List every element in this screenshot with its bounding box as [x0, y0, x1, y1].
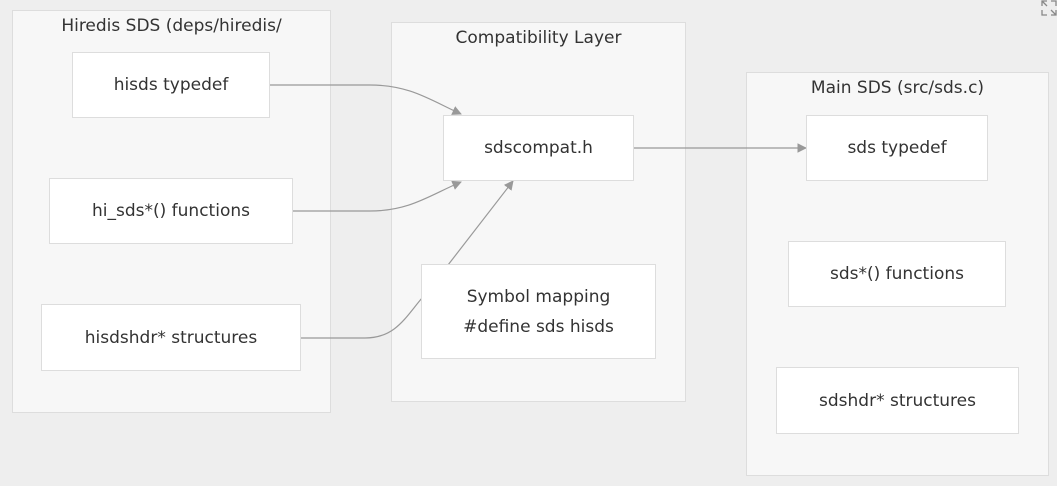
expand-icon[interactable]	[1041, 0, 1057, 16]
node-hisdshdr-structures-label: hisdshdr* structures	[84, 327, 258, 348]
cluster-title-hiredis-sds: Hiredis SDS (deps/hiredis/	[61, 16, 282, 36]
node-sdscompat-h-label: sdscompat.h	[484, 138, 593, 158]
cluster-title-main-sds: Main SDS (src/sds.c)	[810, 78, 985, 98]
node-hisdshdr-structures: hisdshdr* structures	[41, 304, 301, 371]
node-sds-functions-label: sds*() functions	[830, 264, 964, 284]
node-hisds-typedef: hisds typedef	[72, 52, 270, 118]
node-symbol-mapping-line2: #define sds hisds	[463, 316, 614, 337]
node-sds-typedef: sds typedef	[806, 115, 988, 181]
cluster-title-compatibility-layer: Compatibility Layer	[455, 28, 622, 48]
node-sds-functions: sds*() functions	[788, 241, 1006, 307]
node-sdscompat-h: sdscompat.h	[443, 115, 634, 181]
node-hisds-typedef-label: hisds typedef	[113, 75, 229, 95]
node-symbol-mapping-line1: Symbol mapping	[466, 286, 611, 307]
node-sds-typedef-label: sds typedef	[847, 138, 947, 158]
node-hi-sds-functions: hi_sds*() functions	[49, 178, 293, 244]
node-sdshdr-structures: sdshdr* structures	[776, 367, 1019, 434]
node-sdshdr-structures-label: sdshdr* structures	[819, 390, 976, 411]
node-symbol-mapping: Symbol mapping #define sds hisds	[421, 264, 656, 359]
node-hi-sds-functions-label: hi_sds*() functions	[92, 201, 250, 221]
